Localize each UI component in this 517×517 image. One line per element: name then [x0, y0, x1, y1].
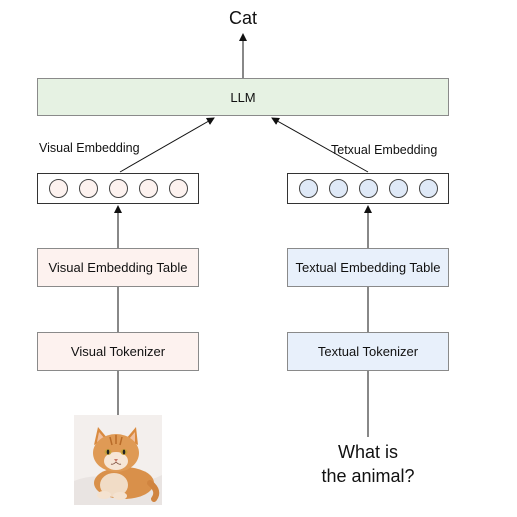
textual-embedding-table-block: Textual Embedding Table [287, 248, 449, 287]
cat-image [74, 415, 162, 505]
question-input-text: What is the animal? [290, 440, 446, 488]
textual-embedding-label: Tetxual Embedding [331, 143, 438, 157]
visual-embedding-cell [108, 179, 128, 198]
textual-embedding-cell [388, 179, 408, 198]
llm-label: LLM [230, 89, 256, 105]
visual-embedding-vector [37, 173, 199, 204]
textual-embedding-cell [358, 179, 378, 198]
visual-embedding-cell [78, 179, 98, 198]
output-label: Cat [228, 8, 257, 28]
visual-embedding-table-block: Visual Embedding Table [37, 248, 199, 287]
question-line-2: the animal? [321, 466, 415, 486]
textual-embedding-table-label: Textual Embedding Table [295, 260, 441, 275]
question-line-1: What is [337, 442, 398, 462]
textual-embedding-cell [418, 179, 438, 198]
visual-embedding-cell [48, 179, 68, 198]
textual-tokenizer-block: Textual Tokenizer [287, 332, 449, 371]
arrow-visual-embedding-to-llm [119, 117, 215, 173]
llm-block: LLM [37, 78, 449, 116]
visual-embedding-cell [138, 179, 158, 198]
visual-tokenizer-label: Visual Tokenizer [70, 344, 166, 359]
textual-embedding-cell [328, 179, 348, 198]
visual-embedding-label: Visual Embedding [39, 141, 140, 155]
textual-embedding-vector [287, 173, 449, 204]
visual-embedding-table-label: Visual Embedding Table [48, 260, 188, 275]
textual-tokenizer-label: Textual Tokenizer [317, 344, 419, 359]
visual-tokenizer-block: Visual Tokenizer [37, 332, 199, 371]
arrow-textual-embedding-to-llm [271, 117, 369, 173]
visual-embedding-cell [168, 179, 188, 198]
textual-embedding-cell [298, 179, 318, 198]
